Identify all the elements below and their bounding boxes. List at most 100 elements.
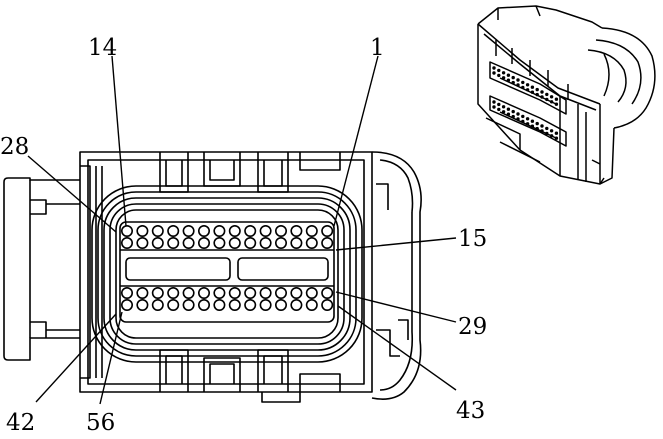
inset-pin [492,71,496,75]
inset-pin [521,85,525,90]
pin-label-14: 14 [88,35,117,61]
pin-hole [136,237,149,250]
inset-pin [511,109,515,114]
inset-pin [501,76,506,80]
pin-hole [151,237,164,250]
pin-hole [121,286,134,299]
pin-holes [121,225,334,311]
pin-hole [182,225,195,238]
inset-pin [506,112,511,116]
pin-hole [136,286,149,299]
pin-hole [121,225,134,238]
pin-hole [244,237,257,250]
pin-hole [151,298,164,311]
pin-hole [136,298,149,311]
pin-hole [198,237,211,250]
inset-pin [554,102,559,106]
inset-pin [511,114,515,119]
blade-slot-right [237,257,329,281]
pin-hole [167,286,180,299]
pin-label-42: 42 [6,410,35,434]
inset-pin [545,126,549,131]
inset-pin [521,80,525,85]
inset-pin [549,100,554,104]
inset-pin [497,107,501,112]
inset-pin [540,129,544,133]
inset-pin [530,85,535,89]
pin-hole [151,286,164,299]
locking-lever [371,151,422,400]
inset-pin [525,88,530,92]
pin-hole [228,298,241,311]
pin-hole [213,225,226,238]
inset-pin [549,134,554,138]
pin-hole [290,298,303,311]
inset-pin [506,107,511,111]
inset-pin [530,119,535,123]
inset-pin [497,68,501,73]
inset-pin [545,97,549,102]
pin-hole [321,225,334,238]
pin-hole [151,225,164,238]
inset-pin [535,121,539,126]
inset-pin [549,95,554,99]
pin-hole [244,225,257,238]
pin-hole [259,298,272,311]
pin-label-29: 29 [458,314,487,340]
inset-pin [525,122,530,126]
inset-pin [516,112,520,116]
inset-pin [535,92,539,97]
pin-hole [213,298,226,311]
inset-pin [492,66,496,70]
pin-label-15: 15 [458,226,487,252]
inset-pin [501,71,506,75]
pin-hole [244,286,257,299]
pin-hole [228,225,241,238]
inset-pin [530,90,535,94]
pin-label-1: 1 [370,35,385,61]
seal-rings [91,185,363,363]
pin-hole [182,298,195,311]
pin-hole [321,298,334,311]
inset-pin [492,100,496,104]
inset-pin-array [492,66,559,140]
inset-pin [554,97,559,101]
inset-pin [511,75,515,80]
pin-hole [136,225,149,238]
inset-pin [497,102,501,107]
pin-hole [198,298,211,311]
connector-3d-view [477,5,656,185]
terminal-face [119,221,335,323]
inset-pin [540,124,544,128]
inset-pin [516,83,520,87]
inset-pin [501,110,506,114]
pin-hole [167,237,180,250]
pin-hole [244,298,257,311]
inset-pin [521,119,525,124]
inset-pin [554,136,559,140]
pin-hole [259,286,272,299]
pin-label-56: 56 [86,410,115,434]
pin-hole [167,298,180,311]
pin-hole [290,237,303,250]
inset-pin [506,73,511,77]
inset-pin [521,114,525,119]
inset-pin [535,87,539,92]
inset-pin [540,95,544,99]
pin-hole [290,286,303,299]
pin-hole [274,286,287,299]
inset-pin [497,73,501,78]
pin-hole [121,237,134,250]
pin-hole [274,298,287,311]
inset-pin [535,126,539,131]
inset-pin [554,131,559,135]
leader-lines [27,55,457,405]
inset-pin [540,90,544,94]
pin-hole [182,237,195,250]
pin-hole [290,225,303,238]
pin-hole [259,225,272,238]
pin-hole [213,237,226,250]
pin-hole [121,298,134,311]
